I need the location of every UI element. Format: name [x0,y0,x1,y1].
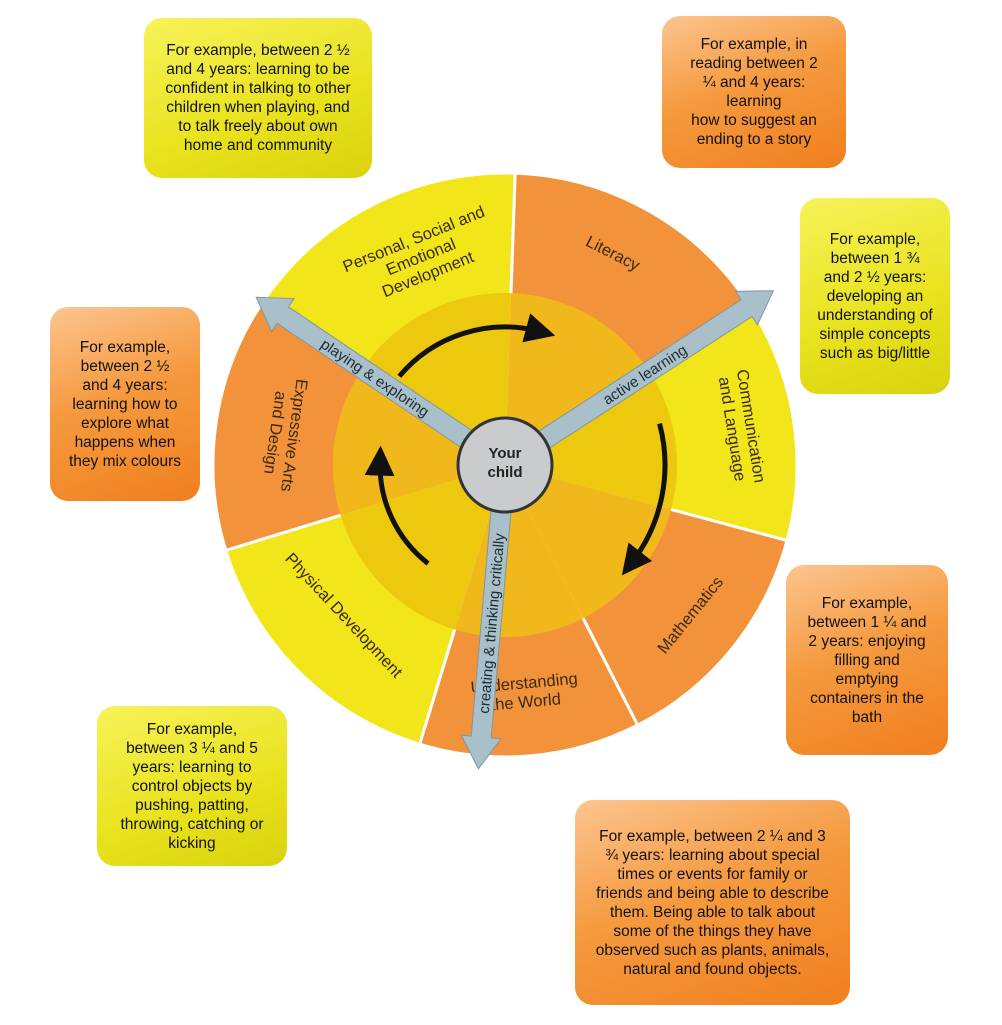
center-label-line2: child [487,464,522,481]
mathematics-example-box: For example, between 1 ¼ and 2 years: en… [786,565,948,755]
physical-example-box: For example, between 3 ¼ and 5 years: le… [97,706,287,866]
inner-sector-mathematics [505,465,672,619]
cycle-arrow-left [364,445,430,566]
psed-example-box: For example, between 2 ½ and 4 years: le… [144,18,372,178]
literacy-example-box: For example, in reading between 2 ¼ and … [662,16,846,168]
expressive-example-box: For example, between 2 ½ and 4 years: le… [50,307,200,501]
center-circle [456,416,554,514]
cycle-arrow-right [621,422,668,576]
communication-example-box: For example, between 1 ¾ and 2 ½ years: … [800,198,950,394]
center-label-line1: Your [488,445,521,462]
inner-sector-psed [364,292,512,465]
inner-sector-physical [340,465,505,630]
understanding-example-box: For example, between 2 ¼ and 3 ¾ years: … [575,800,850,1005]
cycle-arrow-top [397,313,556,378]
